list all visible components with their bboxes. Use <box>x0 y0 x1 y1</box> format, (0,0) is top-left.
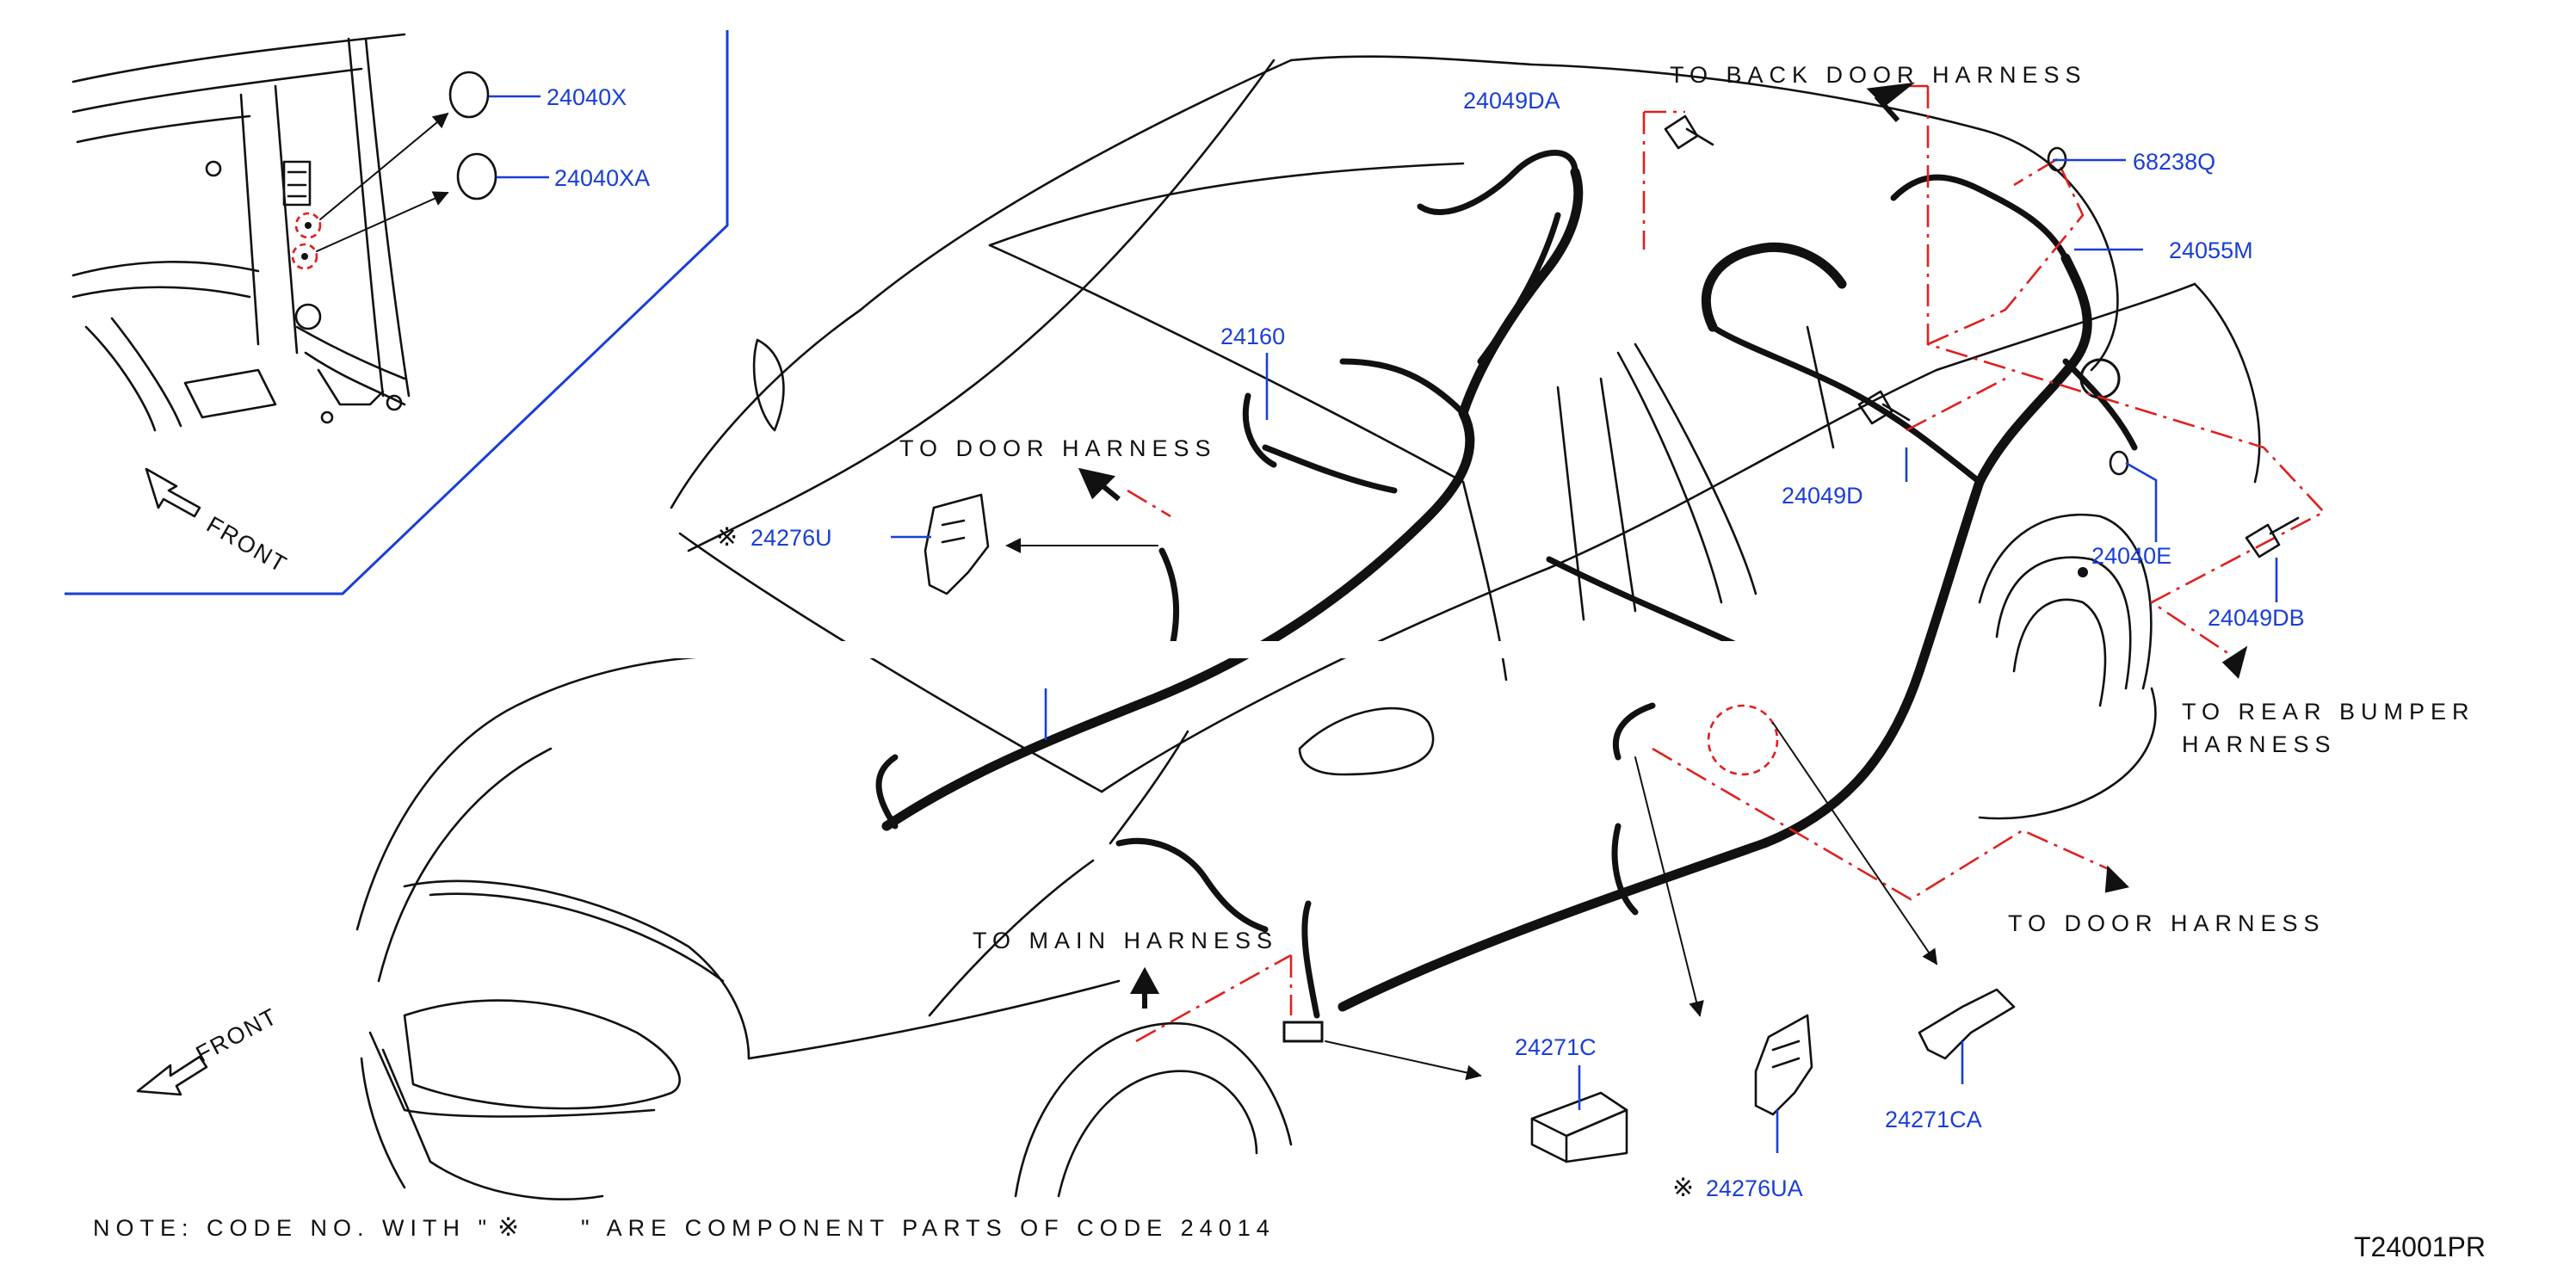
bracket-24276u-icon <box>924 493 990 595</box>
inset-frame <box>65 30 729 595</box>
clip-24271ca-icon <box>1918 988 2016 1060</box>
part-label-24040x: 24040X <box>547 84 627 110</box>
bolt-24049d-icon <box>1857 390 1911 425</box>
grommet-24040x-icon <box>448 71 490 119</box>
part-label-24276u: 24276U <box>751 525 832 551</box>
labels: 24040X 24040XA 24049DA 68238Q 24055M 241… <box>93 62 2486 1262</box>
note-suffix: " ARE COMPONENT PARTS OF CODE 24014 <box>581 1215 1276 1241</box>
callout-door-harness-right: TO DOOR HARNESS <box>2008 910 2326 936</box>
note-mark-icon: ※ <box>497 1213 519 1242</box>
part-label-24160: 24160 <box>1220 324 1285 349</box>
grommet-24040e-icon <box>2109 450 2129 476</box>
components <box>924 82 2300 1163</box>
component-mark-icon: ※ <box>716 523 738 552</box>
body-harness <box>875 150 2138 1043</box>
part-label-24040xa: 24040XA <box>554 165 650 191</box>
inset-detail-view <box>65 30 729 595</box>
leader-lines <box>891 158 2278 1153</box>
vehicle-body-outline <box>136 55 2261 1200</box>
grommet-24040xa-icon <box>456 152 497 200</box>
bolt-24049da-icon <box>1664 114 1714 150</box>
part-label-24055m: 24055M <box>2169 238 2253 263</box>
part-label-24040e: 24040E <box>2091 543 2171 569</box>
callout-main-harness: TO MAIN HARNESS <box>973 928 1278 953</box>
front-arrow-icon <box>136 1055 208 1096</box>
note-prefix: NOTE: CODE NO. WITH " <box>93 1215 492 1241</box>
part-label-24271c: 24271C <box>1515 1034 1597 1060</box>
part-label-24049d: 24049D <box>1782 483 1863 509</box>
bracket-24276ua-icon <box>1754 1014 1813 1116</box>
front-arrow-icon <box>145 467 201 518</box>
callout-rear-bumper-line2: HARNESS <box>2182 731 2337 757</box>
part-label-24014: 24014 <box>1005 663 1070 689</box>
front-label-main: FRONT <box>192 1002 282 1067</box>
callout-door-harness-left: TO DOOR HARNESS <box>899 435 1217 461</box>
part-label-24049db: 24049DB <box>2208 605 2305 631</box>
protector-24271c-icon <box>1530 1091 1628 1163</box>
callout-rear-bumper-line1: TO REAR BUMPER <box>2182 699 2475 725</box>
part-label-24049da: 24049DA <box>1463 88 1560 114</box>
component-mark-icon: ※ <box>1672 1174 1694 1202</box>
front-label-inset: FRONT <box>202 511 292 577</box>
part-label-24271ca: 24271CA <box>1885 1107 1982 1132</box>
part-label-24276ua: 24276UA <box>1706 1175 1803 1201</box>
bolt-24049db-icon <box>2245 516 2300 558</box>
part-label-68238q: 68238Q <box>2133 149 2215 175</box>
callout-back-door-harness: TO BACK DOOR HARNESS <box>1670 62 2087 88</box>
figure-code: T24001PR <box>2354 1231 2486 1262</box>
